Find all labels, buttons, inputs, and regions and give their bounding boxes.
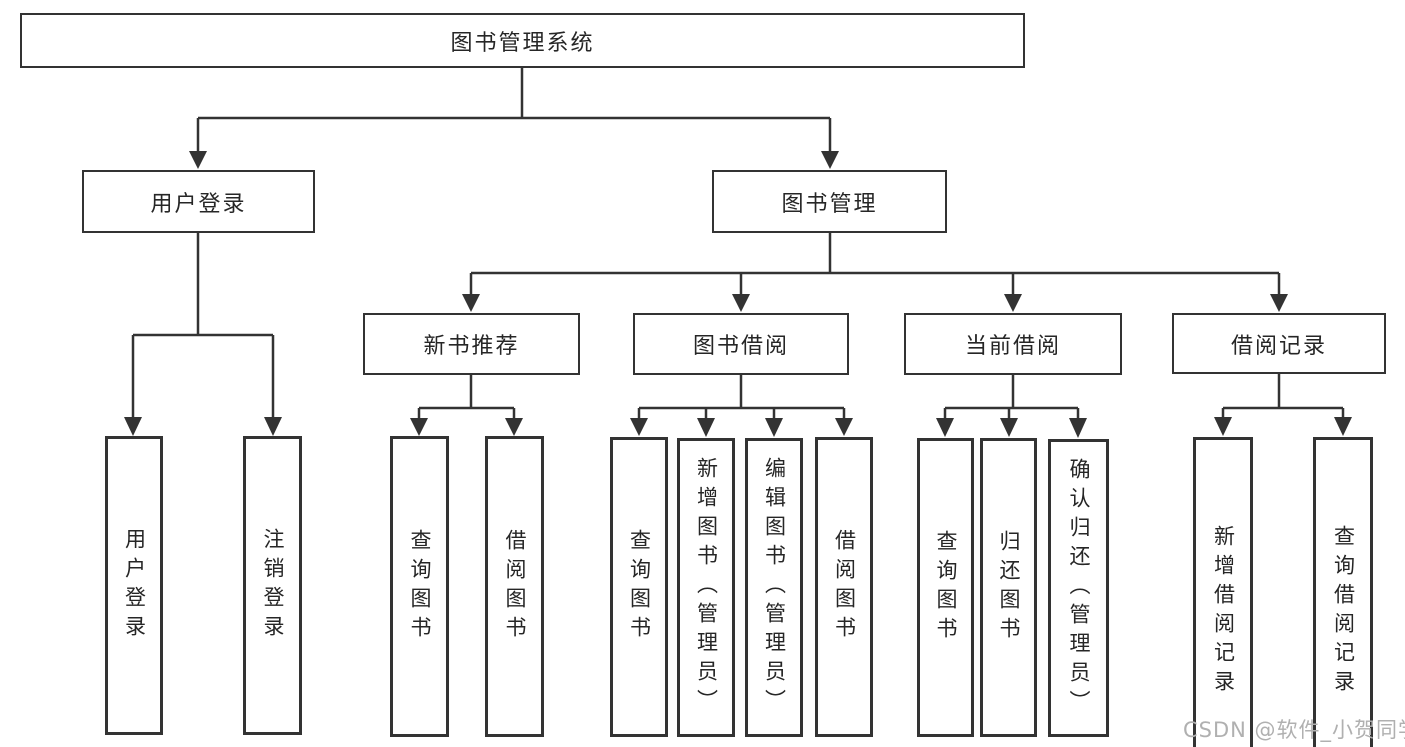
node-label: 确认归还（管理员）: [1067, 457, 1091, 719]
leaf-confirm-return-admin: 确认归还（管理员）: [1048, 439, 1109, 737]
node-label: 新增图书（管理员）: [694, 457, 719, 718]
node-library-management-system: 图书管理系统: [20, 13, 1025, 68]
node-label: 查询图书: [627, 529, 652, 645]
leaf-logout: 注销登录: [243, 436, 302, 735]
node-current-borrow: 当前借阅: [904, 313, 1122, 375]
edge-book-borrow-to-leaves: [630, 375, 853, 437]
leaf-query-books-recommend: 查询图书: [390, 436, 449, 737]
leaf-add-book-admin: 新增图书（管理员）: [677, 438, 735, 737]
node-label: 编辑图书（管理员）: [762, 457, 787, 718]
node-label: 图书管理: [781, 191, 878, 217]
leaf-borrow-books-recommend: 借阅图书: [485, 436, 544, 737]
edge-borrow-records-to-leaves: [1214, 374, 1352, 436]
node-new-book-recommend: 新书推荐: [363, 313, 580, 375]
leaf-return-book: 归还图书: [980, 438, 1037, 737]
node-label: 图书管理系统: [450, 30, 595, 56]
node-book-borrow: 图书借阅: [633, 313, 849, 375]
node-label: 新书推荐: [423, 334, 520, 359]
leaf-query-books-current: 查询图书: [917, 438, 974, 737]
node-label: 用户登录: [150, 191, 247, 217]
node-label: 用户登录: [122, 527, 147, 644]
node-book-management: 图书管理: [712, 170, 947, 233]
node-label: 查询图书: [934, 529, 958, 646]
node-label: 当前借阅: [964, 334, 1061, 359]
leaf-query-books-borrow: 查询图书: [610, 437, 668, 737]
leaf-edit-book-admin: 编辑图书（管理员）: [745, 438, 803, 737]
node-user-login: 用户登录: [82, 170, 315, 233]
node-label: 图书借阅: [692, 334, 789, 359]
node-label: 归还图书: [997, 529, 1021, 646]
node-label: 查询图书: [408, 528, 432, 645]
node-label: 注销登录: [261, 527, 285, 644]
leaf-query-borrow-record: 查询借阅记录: [1313, 437, 1373, 747]
node-label: 借阅图书: [832, 529, 857, 645]
leaf-user-login: 用户登录: [105, 436, 163, 735]
node-label: 查询借阅记录: [1331, 525, 1356, 699]
leaf-add-borrow-record: 新增借阅记录: [1193, 437, 1253, 747]
node-label: 借阅记录: [1230, 333, 1327, 359]
edge-new-book-recommend-to-leaves: [410, 375, 523, 436]
node-borrow-records: 借阅记录: [1172, 313, 1386, 374]
edge-root-to-level2: [189, 68, 839, 169]
node-label: 新增借阅记录: [1211, 525, 1236, 699]
csdn-watermark: CSDN @软件_小贺同学: [1183, 718, 1405, 742]
node-label: 借阅图书: [503, 528, 527, 645]
edge-user-login-to-leaves: [124, 233, 282, 436]
edge-current-borrow-to-leaves: [936, 375, 1087, 438]
edge-book-management-to-level3: [462, 233, 1288, 312]
leaf-borrow-books: 借阅图书: [815, 437, 873, 737]
